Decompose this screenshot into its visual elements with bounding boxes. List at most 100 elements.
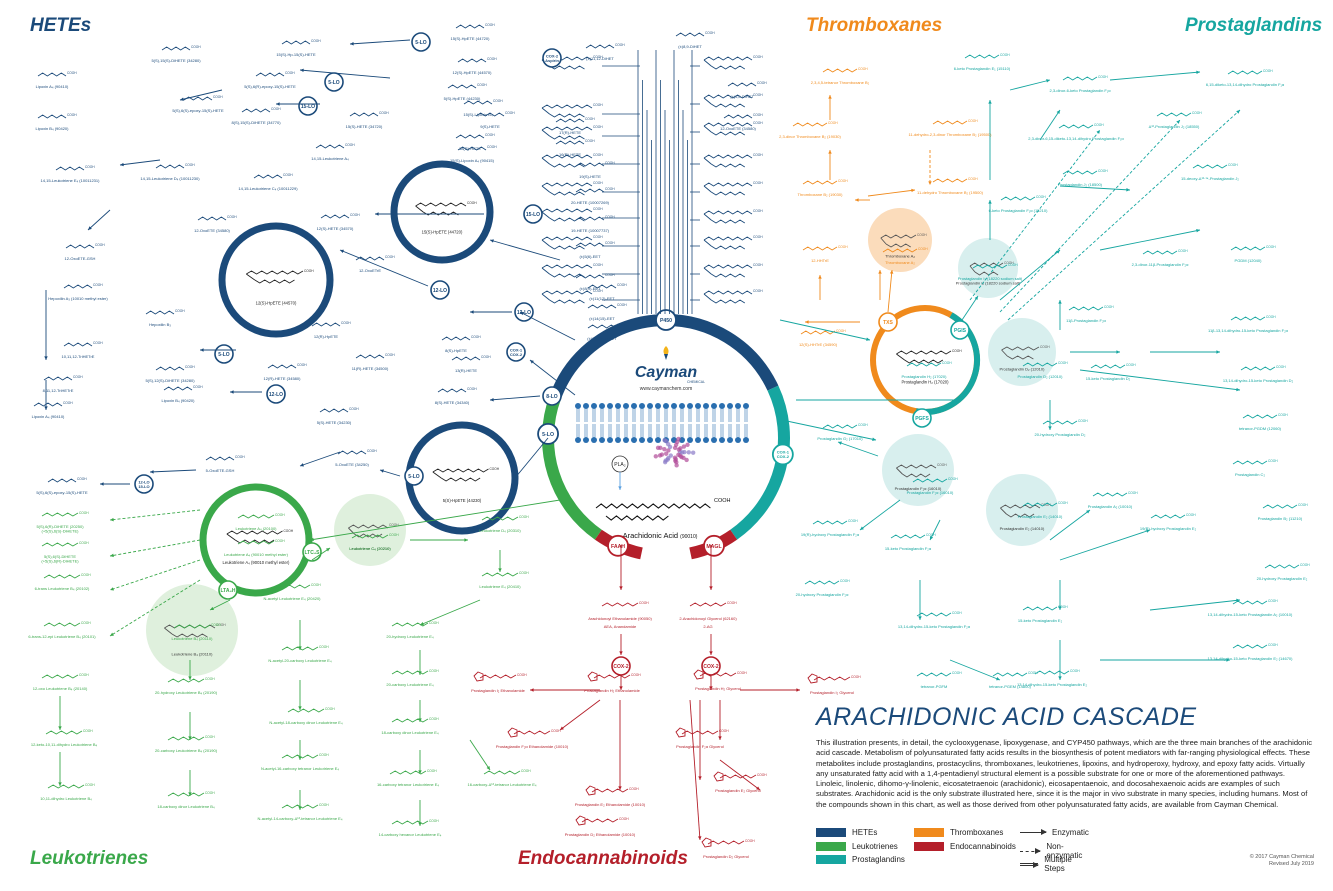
carbon-chain <box>355 354 385 359</box>
molecule-structure-icon: COOH <box>481 571 529 577</box>
arrow-shaft <box>689 699 701 841</box>
reaction-arrow <box>719 759 761 791</box>
bond <box>703 97 712 105</box>
cayman-logo: Cayman <box>635 364 697 381</box>
molecule-structure-icon: COOH <box>237 513 285 519</box>
compound-label: 20-HETE (10007269) <box>571 200 610 205</box>
compound-label: 5(S),12(S)-DiHETE (34280) <box>145 378 195 383</box>
compound-label: 5(S)-HpETE (44230) <box>444 96 481 101</box>
bond <box>541 107 550 115</box>
label-line: FAAH <box>611 544 625 550</box>
reaction-arrow <box>1100 658 1230 662</box>
carbon-chain <box>932 178 968 183</box>
label-line: 8(S)-HETE (34340) <box>435 400 470 405</box>
legend-swatch <box>914 842 944 851</box>
arrow-shaft <box>311 547 331 561</box>
molecule-structure-icon: COOH <box>391 717 439 723</box>
label-line: 14,15-Leukotriene E₄ (10011231) <box>41 178 101 183</box>
title-thromboxanes: Thromboxanes <box>806 15 943 36</box>
label-line: 5(S),6(R)-DiHETE (20250) <box>36 524 84 529</box>
molecule-structure-icon: COOH <box>992 671 1038 677</box>
compound-label: 5(S),6(R)-epoxy-15(S)-HETE <box>244 84 296 89</box>
compound-label: 5(S),15(S)-DiHETE (34280) <box>151 58 201 63</box>
label-line: Leukotriene A₄ (20100) <box>236 526 278 531</box>
molecule-structure-icon: COOH <box>37 113 77 119</box>
carbon-chain <box>710 131 746 136</box>
cooh-group: COOH <box>593 207 603 211</box>
cooh-group: COOH <box>471 335 481 339</box>
bond <box>969 265 976 273</box>
carbon-chain <box>992 672 1028 677</box>
arrow-shaft <box>559 699 601 731</box>
carbon-chain <box>575 274 605 279</box>
cooh-group: COOH <box>1268 599 1278 603</box>
arrow-head-icon <box>418 822 422 826</box>
carbon-chain <box>549 273 585 278</box>
reaction-arrow <box>418 800 422 826</box>
carbon-chain <box>47 478 77 483</box>
lipid-head <box>607 403 613 409</box>
molecule-structure-icon: COOH <box>455 23 495 29</box>
carbon-chain <box>964 54 1000 59</box>
cooh-group: COOH <box>753 121 763 125</box>
label-line: 18-carboxy dinor Leukotriene E₄ <box>381 730 439 735</box>
cooh-group: COOH <box>1263 69 1273 73</box>
molecule-structure-icon: COOH <box>689 601 737 607</box>
cooh-group: COOH <box>968 119 978 123</box>
arachidonic-acid-structure: COOH <box>595 498 731 521</box>
highlight-circle <box>988 318 1056 386</box>
bond <box>541 129 550 137</box>
label-line: 15-LO <box>138 484 149 489</box>
cooh-group: COOH <box>714 498 731 504</box>
label-line: 19-HETE (10007737) <box>571 228 610 233</box>
cooh-group: COOH <box>605 161 615 165</box>
carbon-chain <box>549 65 585 70</box>
compound-label: 13,14-dihydro-15-keto Prostaglandin A₂ (… <box>1208 612 1293 617</box>
enzyme-label: TXS <box>883 320 893 326</box>
cooh-group: COOH <box>85 165 95 169</box>
carbon-chain <box>41 674 79 679</box>
compound-label: Prostaglandin D₂ Ethanolamide (10010) <box>565 832 636 837</box>
reaction-arrow <box>781 419 877 441</box>
hub-leukotriene-a4: COOH Leukotriene A₄ (90010 methyl ester) <box>199 483 313 597</box>
cooh-group: COOH <box>851 675 861 679</box>
label-line: (+5(S),6(R)-DiHETE) <box>41 559 79 564</box>
compound-label: 9(S)-HETE <box>480 124 500 129</box>
legend-label: Leukotrienes <box>852 842 898 851</box>
cooh-group: COOH <box>1070 669 1080 673</box>
cooh-group: COOH <box>271 107 281 111</box>
molecule-structure-icon: COOH <box>807 673 861 684</box>
label-line: Hepoxilin A₃ (10010 methyl ester) <box>48 296 108 301</box>
carbon-chain <box>1232 644 1268 649</box>
hub-compound-label: 15(S)-HpETE (44720) <box>422 230 463 235</box>
molecule-structure-icon: COOH <box>355 255 395 261</box>
molecule-structure-icon: COOH <box>475 111 515 117</box>
molecule-structure-icon: COOH <box>37 71 77 77</box>
compound-label: tetranor-PGFM <box>921 684 948 689</box>
label-line: Prostaglandin A₂ (10010) <box>1088 504 1133 509</box>
bond <box>703 59 712 67</box>
arrow-shaft <box>149 469 197 473</box>
carbon-chain <box>549 113 585 118</box>
compound-label: Leukotriene E₄ (20410) <box>479 584 521 589</box>
lipid-head <box>639 403 645 409</box>
carbon-chain <box>703 56 753 61</box>
carbon-chain <box>1092 492 1128 497</box>
label-line: Leukotriene A₄ (90010 methyl ester) <box>224 552 289 557</box>
cooh-group: COOH <box>81 621 91 625</box>
carbon-chain <box>155 366 185 371</box>
legend-label: Endocannabinoids <box>950 842 1016 851</box>
ring <box>807 673 818 684</box>
label-line: (+5(S),6(S)-DiHETE) <box>41 529 79 534</box>
pathway-hub-circle <box>199 483 313 597</box>
cooh-group: COOH <box>63 401 73 405</box>
cooh-group: COOH <box>948 477 958 481</box>
reaction-arrow <box>109 509 201 522</box>
carbon-chain <box>896 464 937 469</box>
protein-atom <box>681 444 687 449</box>
cooh-group: COOH <box>73 375 83 379</box>
compound-label: Lipoxin A₄ (90410) <box>36 84 69 89</box>
arrow-shaft <box>1099 229 1201 251</box>
arrow-shaft <box>514 437 549 479</box>
